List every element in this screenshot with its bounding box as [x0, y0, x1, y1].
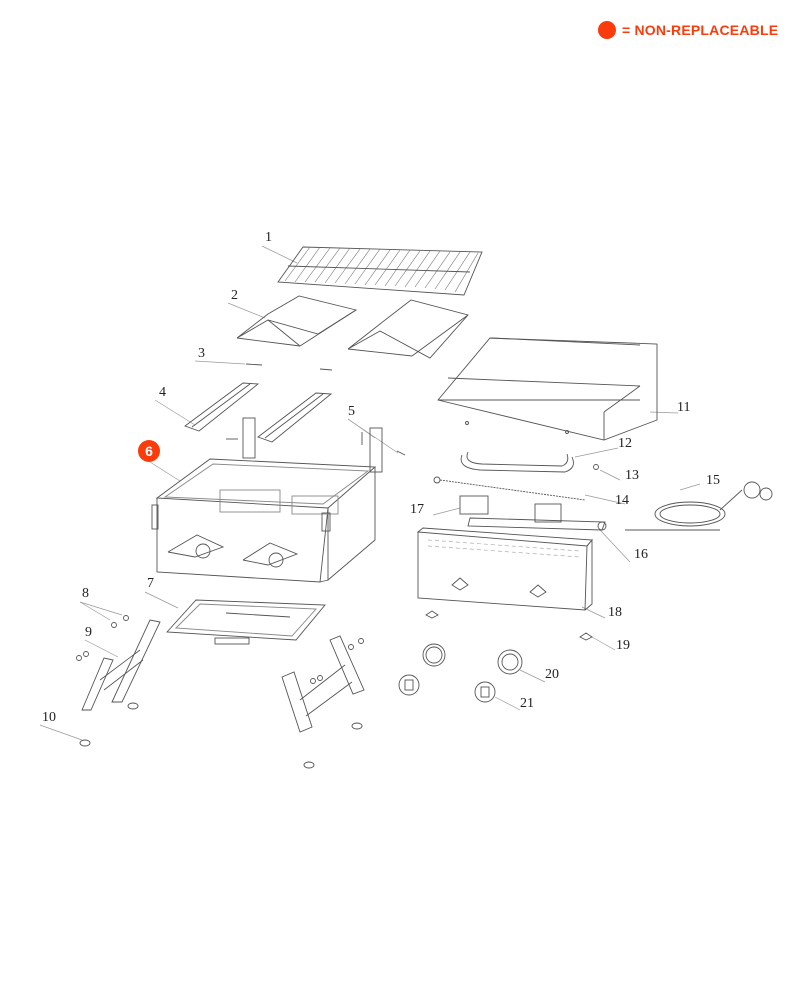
- part-label-4: 4: [159, 385, 166, 400]
- non-replaceable-marker-icon: [598, 21, 616, 39]
- part-label-5: 5: [348, 404, 355, 419]
- heat-tent-drawing: [236, 295, 469, 359]
- part-label-14: 14: [615, 493, 629, 508]
- cooking-grate-drawing: [277, 246, 483, 296]
- part-label-19: 19: [616, 638, 630, 653]
- igniter-wire-drawing: [433, 476, 586, 501]
- part-label-8: 8: [82, 586, 89, 601]
- part-badge-6-non-replaceable: 6: [138, 440, 160, 462]
- grease-tray-drawing: [166, 599, 326, 645]
- part-label-20: 20: [545, 667, 559, 682]
- panel-clip-drawing: [579, 632, 593, 641]
- part-label-10: 10: [42, 710, 56, 725]
- part-label-1: 1: [265, 230, 272, 245]
- part-label-12: 12: [618, 436, 632, 451]
- part-label-16: 16: [634, 547, 648, 562]
- foot-drawing: [79, 702, 363, 769]
- part-label-11: 11: [677, 400, 691, 415]
- legend: = NON-REPLACEABLE: [598, 21, 778, 39]
- legend-text: = NON-REPLACEABLE: [622, 22, 779, 38]
- hinge-bracket-drawing: [226, 417, 406, 473]
- leg-drawing: [76, 615, 365, 733]
- hose-regulator-drawing: [625, 481, 773, 531]
- control-panel-drawing: [416, 527, 593, 611]
- part-label-21: 21: [520, 696, 534, 711]
- firebox-drawing: [151, 458, 377, 583]
- part-label-18: 18: [608, 605, 622, 620]
- part-label-3: 3: [198, 346, 205, 361]
- burner-tube-drawing: [184, 382, 333, 443]
- handle-screw-drawing: [593, 464, 599, 470]
- part-label-15: 15: [706, 473, 720, 488]
- part-label-13: 13: [625, 468, 639, 483]
- part-label-2: 2: [231, 288, 238, 303]
- gas-manifold-drawing: [467, 517, 607, 531]
- lid-drawing: [437, 337, 658, 441]
- part-label-9: 9: [85, 625, 92, 640]
- valve-drawing: [459, 495, 562, 523]
- knob-bezel-drawing: [422, 643, 523, 675]
- lid-handle-drawing: [460, 451, 574, 473]
- control-knob-drawing: [398, 674, 496, 703]
- leader-lines: [39, 245, 701, 741]
- part-label-7: 7: [147, 576, 154, 591]
- part-label-17: 17: [410, 502, 424, 517]
- screw-drawing: [245, 363, 333, 371]
